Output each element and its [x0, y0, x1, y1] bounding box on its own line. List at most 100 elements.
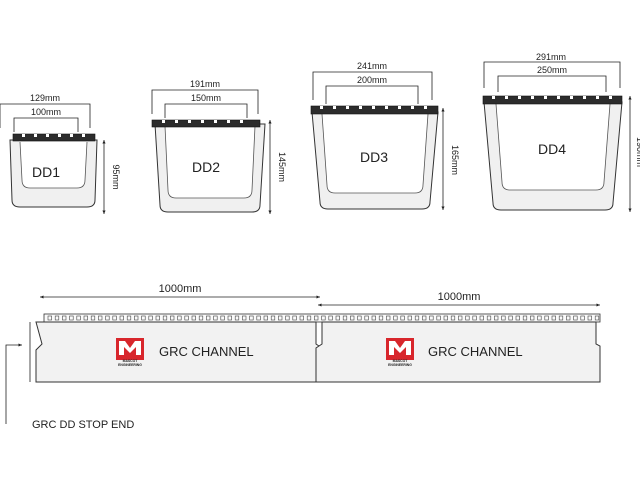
grate-slot	[170, 315, 175, 321]
grate-slot	[371, 315, 376, 321]
grate-slot	[47, 315, 52, 321]
grate-slot	[364, 315, 369, 321]
dd4-outer-dimension: 291mm	[483, 52, 621, 88]
dd1-name: DD1	[32, 164, 60, 180]
dd2-grate-slots	[162, 120, 243, 123]
channel-label-1: GRC CHANNEL	[159, 344, 254, 359]
grate-slot	[206, 315, 211, 321]
length-1-label: 1000mm	[159, 283, 202, 295]
dd3-grate-slots	[320, 106, 427, 109]
grate-slot	[558, 315, 564, 321]
grate-slot	[429, 315, 434, 321]
grate-slot	[508, 315, 513, 321]
dd3-grate-dimension: 200mm	[325, 75, 419, 104]
dd4-outer-width-label: 291mm	[536, 52, 566, 62]
grate-slot	[350, 315, 355, 321]
grate-slot	[494, 315, 499, 321]
logo-2-line1: MASCOT	[393, 359, 409, 363]
dd1-grate-slots	[22, 134, 85, 137]
grate-slot	[155, 315, 160, 321]
dd1-depth-label: 95mm	[111, 164, 121, 189]
dd2-outer-width-label: 191mm	[190, 79, 220, 89]
dd2-outer-dimension: 191mm	[151, 79, 259, 114]
grate-slot	[594, 315, 600, 321]
dd1-outer-width-label: 129mm	[30, 93, 60, 103]
grate-slot	[472, 315, 477, 321]
grate-slot	[544, 315, 549, 321]
dd2-grate-width-label: 150mm	[191, 93, 221, 103]
grate-slot	[278, 315, 283, 321]
grate-slot	[105, 315, 110, 321]
grate-slot	[378, 315, 384, 321]
dd2-depth-label: 145mm	[277, 152, 287, 182]
grate-slot	[522, 315, 528, 321]
grate-slot	[537, 315, 542, 321]
grate-slot	[515, 315, 520, 321]
grate-slot	[292, 315, 297, 321]
dd4-name: DD4	[538, 141, 566, 157]
grate-slot	[486, 315, 492, 321]
grate-slot	[314, 315, 319, 321]
grate-slot	[177, 315, 182, 321]
grate-slot	[443, 315, 448, 321]
grate-slot	[191, 315, 196, 321]
grate-slot	[198, 315, 204, 321]
grate-slot	[357, 315, 362, 321]
grate-slot	[256, 315, 261, 321]
grate-slot	[551, 315, 556, 321]
dd3-outer-width-label: 241mm	[357, 61, 387, 71]
grate-slot	[501, 315, 506, 321]
dd1-grate	[12, 133, 96, 142]
mascot-logo-1: MASCOT ENGINEERING	[116, 338, 144, 367]
dd3-outer-dimension: 241mm	[312, 61, 433, 100]
grate-slot	[566, 315, 571, 321]
dd1-outer-dimension: 129mm	[0, 93, 91, 128]
grate-slot	[306, 315, 312, 321]
dd3-depth-label: 165mm	[450, 145, 460, 175]
grate-slot	[54, 315, 60, 321]
section-dd1: 129mm 100mm 95mm DD1	[0, 93, 121, 214]
grate-slot	[270, 315, 276, 321]
dd2-grate-dimension: 150mm	[164, 93, 248, 118]
mascot-logo-2: MASCOT ENGINEERING	[386, 338, 414, 367]
grate-slot	[126, 315, 132, 321]
grate-slot	[414, 315, 420, 321]
grate-slot	[112, 315, 117, 321]
grate-slot	[69, 315, 74, 321]
dd2-name: DD2	[192, 159, 220, 175]
grate-slot	[220, 315, 225, 321]
grate-slot	[76, 315, 81, 321]
grate-slot	[299, 315, 304, 321]
stop-end-leader	[5, 343, 22, 424]
grate-slot	[587, 315, 592, 321]
grate-slot	[62, 315, 67, 321]
channel-label-2: GRC CHANNEL	[428, 344, 523, 359]
grate-slot	[580, 315, 585, 321]
grate-slot	[458, 315, 463, 321]
grate-slot	[450, 315, 456, 321]
grate-slot	[148, 315, 153, 321]
dd4-grate-slots	[492, 96, 612, 99]
grate-slot	[234, 315, 240, 321]
grate-slot	[119, 315, 124, 321]
logo-1-line1: MASCOT	[123, 359, 139, 363]
grate-slot	[184, 315, 189, 321]
grate-slot	[98, 315, 103, 321]
dd1-channel-inner	[19, 141, 88, 189]
dd4-grate-width-label: 250mm	[537, 65, 567, 75]
grate-slot	[407, 315, 412, 321]
length-2-label: 1000mm	[438, 291, 481, 303]
grate-slot	[321, 315, 326, 321]
logo-2-line2: ENGINEERING	[388, 363, 412, 367]
grate-slot	[227, 315, 232, 321]
grate-slot	[400, 315, 405, 321]
grate-slot	[393, 315, 398, 321]
logo-1-line2: ENGINEERING	[118, 363, 142, 367]
grate-slot	[436, 315, 441, 321]
grate-slot	[342, 315, 348, 321]
grate-slot	[422, 315, 427, 321]
dd2-channel-inner	[164, 125, 256, 199]
section-dd3: 241mm 200mm 165mm DD3	[310, 61, 460, 210]
grate-slot	[328, 315, 333, 321]
